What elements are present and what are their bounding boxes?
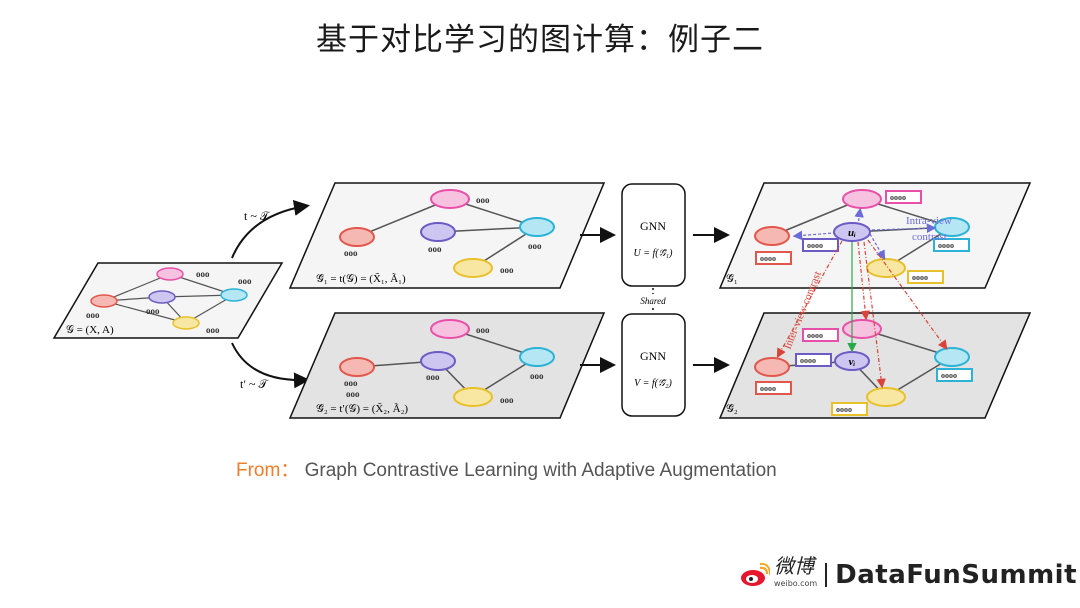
view1-label: 𝒢̃₁ = t(𝒢) = (X̃₁, Ã₁) (316, 272, 406, 285)
feature-oooo: oooo (807, 241, 823, 250)
feature-oooo: oooo (941, 371, 957, 380)
output-view1-label: 𝒢̃₁ (726, 273, 738, 285)
input-graph: 𝒢 = (X, A) (52, 262, 284, 339)
feature-oooo: oooo (836, 405, 852, 414)
feature-oooo: oooo (938, 241, 954, 250)
feature-ooo: ooo (196, 269, 210, 279)
feature-oooo: oooo (912, 273, 928, 282)
gca-framework-diagram: 𝒢 = (X, A) t ~ 𝒯 t′ ~ 𝒯 𝒢̃₁ = t(𝒢) = (X̃… (52, 182, 1032, 419)
gnn-encoder-bottom: GNN V = f(𝒢̃₂) (621, 313, 686, 417)
feature-oooo: oooo (800, 356, 816, 365)
intra-label-1: Intra-view (906, 215, 952, 227)
gnn-bottom-label: GNN (640, 349, 666, 363)
view1-graph: 𝒢̃₁ = t(𝒢) = (X̃₁, Ã₁) (288, 182, 606, 289)
negative-pair-arrows (776, 239, 948, 389)
weibo-icon (741, 562, 770, 586)
view2-graph: 𝒢̃₂ = t′(𝒢) = (X̃₂, Ã₂) (288, 312, 606, 419)
augment-arrow-bottom (231, 342, 310, 389)
weibo-cn-text: 微博 (774, 554, 814, 578)
weibo-wordmark: 微博 weibo.com (774, 554, 818, 593)
feature-oooo: oooo (807, 331, 823, 340)
gnn-top-label: GNN (640, 219, 666, 233)
view2-label: 𝒢̃₂ = t′(𝒢) = (X̃₂, Ã₂) (316, 402, 408, 415)
feature-oooo: oooo (760, 254, 776, 263)
gnn-bottom-eq: V = f(𝒢̃₂) (634, 378, 672, 389)
augment-arrow-top (231, 200, 310, 259)
source-caption: From： Graph Contrastive Learning with Ad… (236, 455, 777, 482)
feature-ooo: ooo (146, 306, 160, 316)
feature-oooo: oooo (890, 193, 906, 202)
caption-text: Graph Contrastive Learning with Adaptive… (299, 460, 777, 481)
datafun-brand: DataFunSummit (835, 560, 1078, 590)
intra-label-2: contrast (912, 231, 947, 243)
node-v-label: vᵢ (849, 356, 856, 368)
feature-ooo: ooo (500, 395, 514, 405)
footer-logo: 微博 weibo.com DataFunSummit (740, 554, 1078, 593)
feature-ooo: ooo (426, 372, 440, 382)
feature-oooo: oooo (760, 384, 776, 393)
anchor-node-u (833, 222, 871, 242)
gnn-encoder-top: GNN U = f(𝒢̃₁) (621, 183, 686, 287)
feature-ooo: ooo (476, 325, 490, 335)
page-title: 基于对比学习的图计算：例子二 (316, 22, 764, 58)
augment-label-bottom: t′ ~ 𝒯 (240, 377, 269, 391)
output-view2: vᵢ 𝒢̃₂ (718, 312, 1032, 419)
feature-ooo: ooo (344, 378, 358, 388)
feature-ooo: ooo (238, 276, 252, 286)
weibo-url-text: weibo.com (774, 579, 818, 588)
feature-ooo: ooo (528, 241, 542, 251)
output-view2-label: 𝒢̃₂ (726, 403, 738, 415)
shared-label: Shared (640, 296, 666, 306)
feature-ooo: ooo (206, 325, 220, 335)
output-view1: uᵢ Intra-view contrast 𝒢̃₁ (718, 182, 1032, 289)
feature-ooo: ooo (476, 195, 490, 205)
feature-ooo: ooo (344, 248, 358, 258)
feature-ooo: ooo (346, 389, 360, 399)
feature-ooo: ooo (86, 310, 100, 320)
feature-ooo: ooo (500, 265, 514, 275)
input-graph-label: 𝒢 = (X, A) (66, 324, 114, 336)
feature-ooo: ooo (530, 371, 544, 381)
caption-from: From： (236, 460, 300, 481)
node-u-label: uᵢ (848, 227, 856, 239)
gnn-top-eq: U = f(𝒢̃₁) (633, 248, 673, 259)
augment-label-top: t ~ 𝒯 (244, 209, 271, 223)
feature-ooo: ooo (428, 244, 442, 254)
logo-divider (825, 563, 828, 587)
